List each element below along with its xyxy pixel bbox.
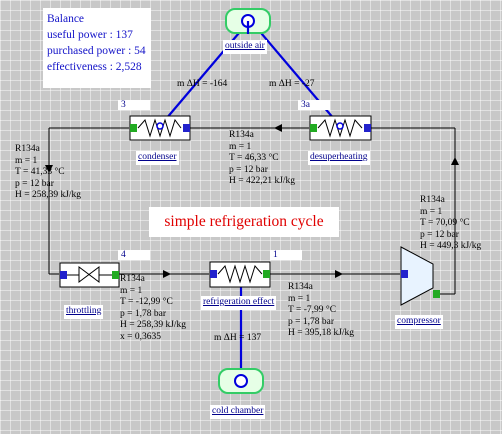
compressor-outlet-port: [433, 290, 440, 298]
refrigerant-loop: [45, 124, 459, 295]
throttling-outlet-port: [112, 271, 119, 279]
state-line: R134a: [229, 130, 254, 140]
point-number-3a: 3a: [298, 100, 330, 110]
state-line: m = 1: [288, 293, 311, 304]
state-after-compressor: R134a m = 1 T = 70,09 °C p = 12 bar H = …: [420, 195, 481, 253]
state-line: T = -7,99 °C: [288, 305, 337, 315]
state-line: p = 12 bar: [229, 164, 268, 175]
state-line: T = 46,33 °C: [229, 153, 279, 163]
state-line: H = 449,3 kJ/kg: [420, 241, 482, 251]
compressor-inlet-port: [401, 270, 408, 278]
refrigeration-effect-exchanger[interactable]: [209, 261, 271, 288]
desuperheating-heat-flow: m ΔH = -27: [269, 79, 315, 89]
evaporator-outlet-port: [263, 270, 270, 278]
useful-power: useful power : 137: [47, 29, 133, 41]
evaporator-inlet-port: [210, 270, 217, 278]
balance-title: Balance: [47, 13, 85, 25]
diagram-title: simple refrigeration cycle: [149, 207, 339, 237]
desuperheating-label: desuperheating: [308, 151, 370, 165]
state-line: H = 395,18 kJ/kg: [288, 328, 355, 338]
cold-chamber-source[interactable]: [218, 368, 264, 394]
state-line: R134a: [288, 282, 313, 292]
state-after-desuperheating: R134a m = 1 T = 46,33 °C p = 12 bar H = …: [229, 130, 295, 188]
throttling-inlet-port: [60, 271, 67, 279]
state-after-throttling: R134a m = 1 T = -12,99 °C p = 1,78 bar H…: [120, 274, 186, 343]
condenser-heat-node: [156, 122, 164, 130]
point-number-1: 1: [270, 250, 302, 260]
throttling-valve[interactable]: [59, 262, 120, 288]
state-line: R134a: [120, 274, 145, 284]
state-line: H = 422,21 kJ/kg: [229, 176, 296, 186]
cold-chamber-label: cold chamber: [210, 405, 266, 419]
state-line: R134a: [420, 195, 445, 205]
refrigeration-effect-label: refrigeration effect: [201, 296, 277, 310]
state-line: p = 12 bar: [420, 229, 459, 240]
state-line: p = 12 bar: [15, 178, 54, 189]
desuperheating-heat-node: [336, 122, 344, 130]
state-line: m = 1: [229, 141, 252, 152]
condenser-outlet-port: [130, 124, 137, 132]
state-line: T = 41,33 °C: [15, 167, 65, 177]
state-after-evaporator: R134a m = 1 T = -7,99 °C p = 1,78 bar H …: [288, 282, 354, 340]
state-line: x = 0,3635: [120, 331, 161, 342]
desuperheating-inlet-port: [364, 124, 371, 132]
valve-icon: [78, 266, 100, 283]
condenser-heat-line: [159, 19, 251, 127]
throttling-label: throttling: [64, 305, 104, 319]
desuperheating-heat-line: [249, 19, 341, 127]
state-line: H = 258,39 kJ/kg: [120, 320, 187, 330]
state-line: R134a: [15, 144, 40, 154]
condenser-inlet-port: [183, 124, 190, 132]
desuperheating-outlet-port: [310, 124, 317, 132]
balance-panel: Balance useful power : 137 purchased pow…: [43, 8, 151, 88]
condenser-label: condenser: [136, 151, 179, 165]
compressor-label: compressor: [395, 315, 443, 329]
condenser-heat-flow: m ΔH = -164: [177, 79, 228, 89]
state-line: m = 1: [420, 206, 443, 217]
state-after-condenser: R134a m = 1 T = 41,33 °C p = 12 bar H = …: [15, 144, 81, 202]
state-line: T = -12,99 °C: [120, 297, 173, 307]
evaporator-heat-flow: m ΔH = 137: [214, 333, 262, 343]
state-line: H = 258,39 kJ/kg: [15, 190, 82, 200]
point-number-3: 3: [118, 100, 150, 110]
compressor[interactable]: [400, 246, 440, 306]
state-line: m = 1: [120, 285, 143, 296]
state-line: m = 1: [15, 155, 38, 166]
state-line: p = 1,78 bar: [288, 316, 334, 327]
point-number-4: 4: [118, 250, 150, 260]
condenser-exchanger[interactable]: [129, 115, 191, 141]
state-line: p = 1,78 bar: [120, 308, 166, 319]
outside-air-label: outside air: [223, 40, 267, 54]
outside-air-source[interactable]: [225, 8, 271, 34]
state-line: T = 70,09 °C: [420, 218, 470, 228]
purchased-power: purchased power : 54: [47, 45, 146, 57]
effectiveness: effectiveness : 2,528: [47, 61, 142, 73]
